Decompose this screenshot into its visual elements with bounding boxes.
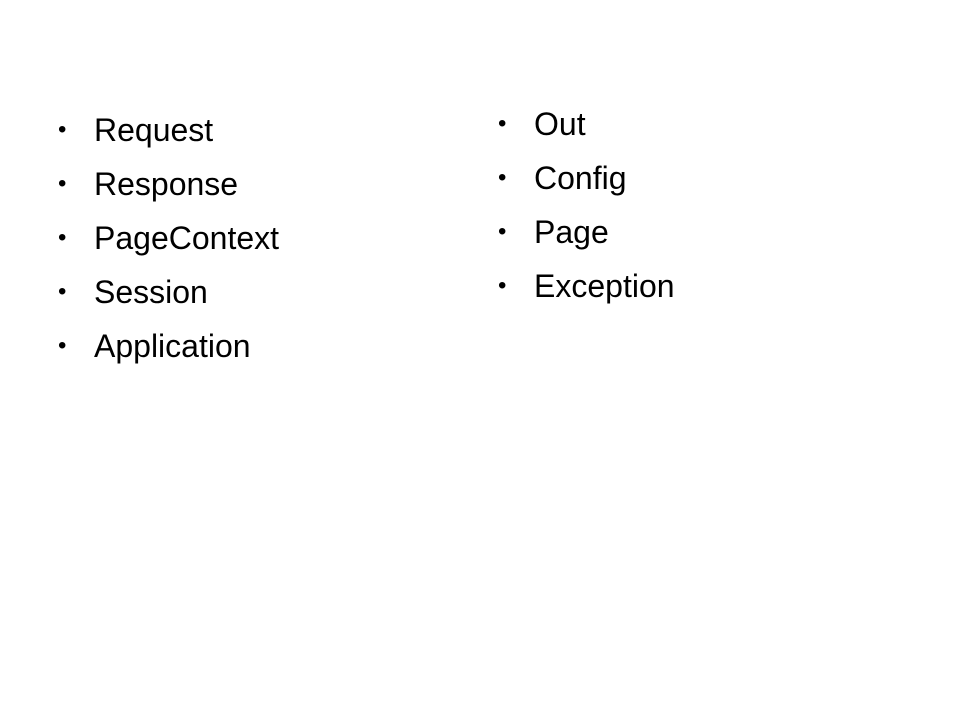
bullet-icon: •: [58, 170, 67, 197]
bullet-text: Config: [534, 160, 627, 196]
bullet-icon: •: [58, 224, 67, 251]
bullet-icon: •: [498, 218, 507, 245]
bullet-icon: •: [58, 332, 67, 359]
bullet-text: PageContext: [94, 220, 280, 256]
bullet-icon: •: [58, 278, 67, 305]
bullet-icon: •: [498, 110, 507, 137]
bullet-icon: •: [58, 116, 67, 143]
bullet-text: Exception: [534, 268, 675, 304]
bullet-text: Response: [94, 166, 239, 202]
bullet-text: Page: [534, 214, 609, 250]
bullet-text: Out: [534, 106, 586, 142]
bullet-text: Application: [94, 328, 251, 364]
bullet-icon: •: [498, 272, 507, 299]
bullet-text: Request: [94, 112, 214, 148]
bullet-icon: •: [498, 164, 507, 191]
bullet-text: Session: [94, 274, 208, 310]
